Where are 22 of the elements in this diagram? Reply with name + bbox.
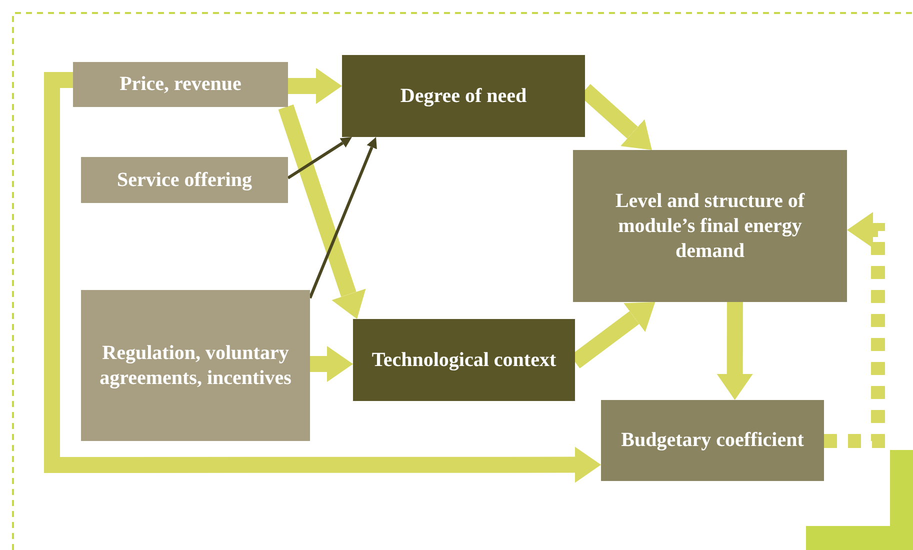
arrow: [44, 72, 601, 483]
process-box: [73, 62, 288, 107]
process-box: [353, 319, 575, 401]
arrow: [288, 68, 342, 104]
arrow: [716, 302, 753, 400]
box-label: Service offering: [117, 168, 252, 192]
process-box: [573, 150, 847, 302]
dotted-arrow: [824, 212, 885, 448]
process-box: [81, 157, 288, 203]
box-label: Budgetary coefficient: [621, 428, 804, 453]
arrow: [278, 104, 366, 319]
box-label: Regulation, voluntary agreements, incentives: [98, 340, 292, 390]
process-box: [342, 55, 585, 137]
box-label: Degree of need: [400, 84, 527, 108]
arrow: [310, 346, 353, 382]
arrow: [308, 137, 377, 299]
process-box: [81, 290, 310, 441]
process-box: [601, 400, 824, 481]
box-label: Technological context: [372, 348, 556, 372]
arrow: [287, 137, 352, 180]
box-label: Level and structure of module’s final energy demand: [614, 188, 806, 264]
box-label: Price, revenue: [120, 72, 242, 97]
